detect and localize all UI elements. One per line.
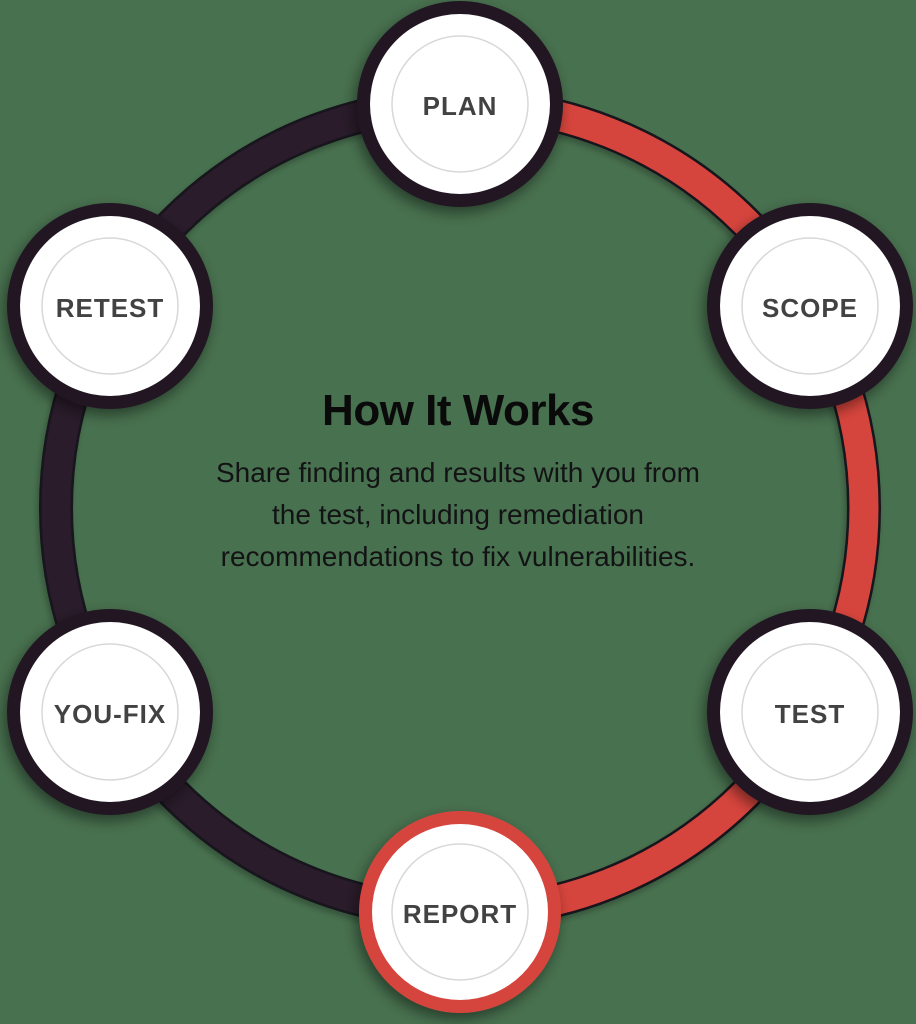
node-plan: PLAN (357, 1, 563, 207)
diagram-description: Share finding and results with you from … (178, 452, 738, 578)
node-body (370, 14, 550, 194)
node-label: RETEST (56, 293, 165, 323)
node-body (20, 622, 200, 802)
node-report: REPORT (359, 811, 561, 1013)
node-label: YOU-FIX (54, 699, 166, 729)
node-inner-outline (741, 237, 879, 375)
node-inner-outline (41, 237, 179, 375)
ring-arc-red (459, 89, 879, 927)
node-inner-outline (41, 643, 179, 781)
diagram-title: How It Works (322, 386, 594, 435)
node-retest: RETEST (7, 203, 213, 409)
ring-arc-dark (41, 89, 461, 927)
node-scope: SCOPE (707, 203, 913, 409)
node-body (720, 622, 900, 802)
node-inner-outline (391, 35, 529, 173)
node-body (372, 824, 548, 1000)
node-youfix: YOU-FIX (7, 609, 213, 815)
center-text: How It Works Share finding and results w… (178, 386, 738, 578)
node-inner-outline (741, 643, 879, 781)
node-label: TEST (775, 699, 845, 729)
node-body (20, 216, 200, 396)
node-test: TEST (707, 609, 913, 815)
node-body (720, 216, 900, 396)
node-label: REPORT (403, 899, 517, 929)
description-line: recommendations to fix vulnerabilities. (220, 541, 696, 572)
description-line: the test, including remediation (272, 499, 644, 530)
node-label: PLAN (423, 91, 498, 121)
node-label: SCOPE (762, 293, 858, 323)
description-line: Share finding and results with you from (215, 457, 701, 488)
node-inner-outline (391, 843, 529, 981)
